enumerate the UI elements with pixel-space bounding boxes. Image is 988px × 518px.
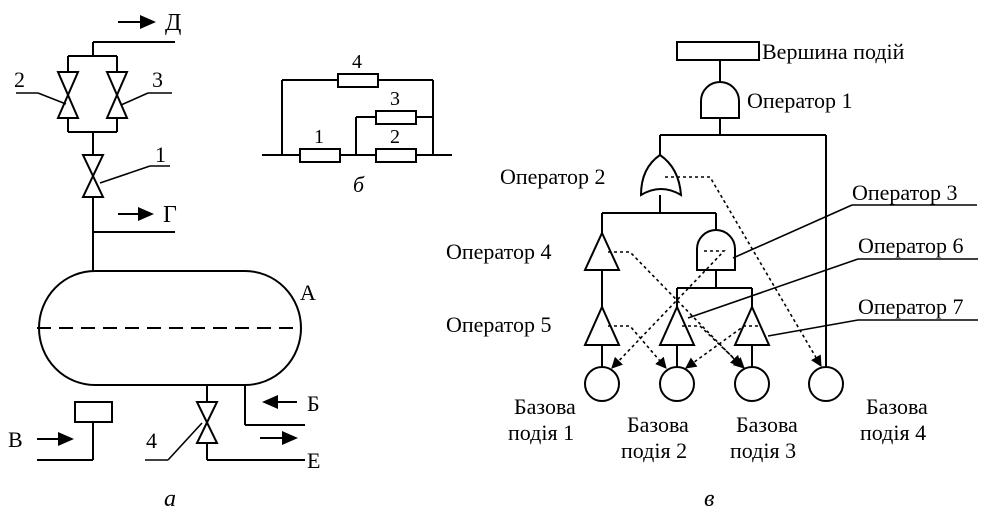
arrow-d-icon bbox=[118, 15, 156, 29]
label-valve-2: 2 bbox=[14, 67, 25, 92]
operator-3-and-gate bbox=[696, 229, 736, 271]
block-1 bbox=[299, 148, 341, 163]
basic-event-3-line1: Базова bbox=[736, 412, 798, 437]
basic-event-4-line2: подія 4 bbox=[860, 420, 926, 445]
valve-3-icon bbox=[105, 71, 129, 119]
operator-2-label: Оператор 2 bbox=[500, 164, 605, 189]
arrow-g-icon bbox=[118, 207, 154, 221]
operator-6-triangle bbox=[658, 304, 696, 346]
label-v: В bbox=[8, 427, 23, 452]
top-event-box bbox=[676, 41, 760, 61]
basic-event-4-circle bbox=[808, 366, 844, 402]
operator-7-label: Оператор 7 bbox=[858, 294, 963, 319]
operator-4-label: Оператор 4 bbox=[446, 239, 551, 264]
label-block-1: 1 bbox=[314, 126, 324, 148]
label-a: А bbox=[300, 280, 316, 305]
label-block-3: 3 bbox=[390, 88, 400, 110]
basic-event-3-line2: подія 3 bbox=[730, 438, 796, 463]
panel-c-fault-tree: Вершина подій Оператор 1 Оператор 2 Опер… bbox=[446, 39, 978, 512]
basic-event-2-line1: Базова bbox=[627, 412, 689, 437]
basic-event-1-circle bbox=[584, 366, 620, 402]
label-valve-4: 4 bbox=[146, 428, 157, 453]
label-block-2: 2 bbox=[390, 126, 400, 148]
label-valve-3: 3 bbox=[152, 67, 163, 92]
label-e: Е bbox=[307, 448, 320, 473]
operator-3-label: Оператор 3 bbox=[852, 180, 957, 205]
arrow-b-icon bbox=[262, 395, 297, 409]
label-b: Б bbox=[307, 391, 320, 416]
block-3 bbox=[375, 110, 417, 125]
vessel-icon bbox=[37, 270, 302, 386]
top-event-label: Вершина подій bbox=[762, 39, 905, 64]
valve-4-icon bbox=[195, 401, 219, 444]
block-2 bbox=[375, 148, 417, 163]
panel-b-reliability-block: 1 3 2 4 б bbox=[262, 51, 452, 197]
operator-2-or-gate bbox=[639, 153, 683, 197]
panel-a-process-scheme: Д 2 3 1 Г bbox=[8, 10, 320, 512]
label-d: Д bbox=[165, 10, 181, 36]
basic-event-2-circle bbox=[659, 366, 695, 402]
operator-6-label: Оператор 6 bbox=[858, 233, 963, 258]
label-g: Г bbox=[163, 202, 177, 228]
operator-4-triangle bbox=[583, 230, 621, 271]
valve-2-icon bbox=[56, 71, 80, 119]
caption-b: б bbox=[353, 172, 365, 197]
label-valve-1: 1 bbox=[155, 142, 166, 167]
basic-event-1-line1: Базова bbox=[514, 394, 576, 419]
valve-1-icon bbox=[81, 154, 105, 198]
caption-c: в bbox=[704, 486, 714, 512]
arrow-v-icon bbox=[37, 432, 74, 446]
basic-event-4-line1: Базова bbox=[866, 394, 928, 419]
operator-1-label: Оператор 1 bbox=[747, 88, 852, 113]
caption-a: а bbox=[164, 486, 176, 512]
device-box-icon bbox=[74, 401, 113, 423]
block-4 bbox=[337, 73, 379, 88]
operator-5-triangle bbox=[583, 304, 621, 346]
dotted-reference-arrows bbox=[608, 176, 822, 369]
operator-5-label: Оператор 5 bbox=[446, 312, 551, 337]
arrow-e-icon bbox=[260, 431, 298, 445]
basic-event-2-line2: подія 2 bbox=[621, 438, 687, 463]
label-block-4: 4 bbox=[352, 51, 362, 73]
basic-event-3-circle bbox=[734, 366, 770, 402]
operator-1-and-gate bbox=[700, 81, 740, 119]
basic-event-1-line2: подія 1 bbox=[508, 420, 574, 445]
